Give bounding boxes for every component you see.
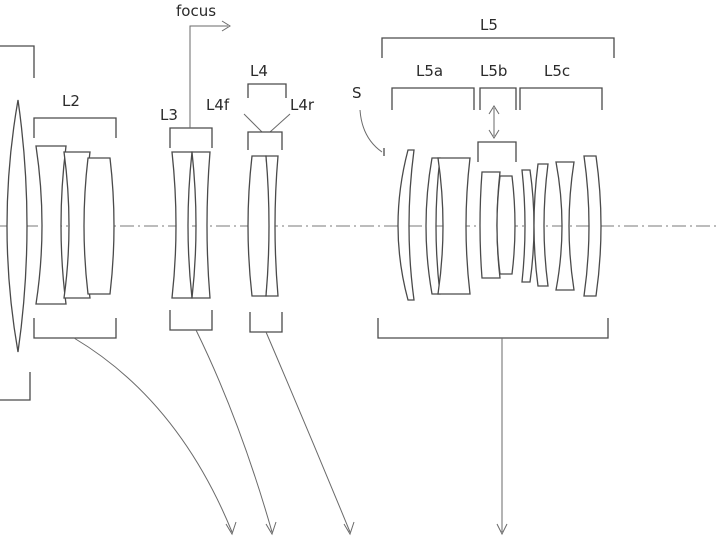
lens-group-l4: L4 L4f L4r <box>206 62 315 333</box>
label-l5b: L5b <box>480 62 507 80</box>
bracket-l2-bottom <box>33 318 117 339</box>
lens-group-l3: L3 focus <box>160 2 231 331</box>
bracket-l4-top <box>247 83 287 98</box>
label-l2: L2 <box>62 92 80 110</box>
label-l4r: L4r <box>290 96 315 114</box>
focus-arrow <box>189 25 228 128</box>
lens-group-l1 <box>0 45 35 401</box>
leader-lines <box>73 329 508 536</box>
bracket-l5b <box>479 87 517 110</box>
lens-group-l5: L5 L5a L5b L5c S <box>352 16 615 339</box>
bracket-l5-top <box>381 37 615 58</box>
label-focus: focus <box>176 2 216 20</box>
lens-group-l2: L2 <box>33 92 117 339</box>
label-stop: S <box>352 84 362 102</box>
bracket-l5a <box>391 87 475 110</box>
bracket-l5c <box>519 87 603 110</box>
bracket-l3-bottom <box>169 310 213 331</box>
label-l4f: L4f <box>206 96 230 114</box>
label-l3: L3 <box>160 106 178 124</box>
label-l5a: L5a <box>416 62 443 80</box>
bracket-l4-bottom <box>249 312 283 333</box>
stop-leader <box>359 109 383 153</box>
bracket-l3-top <box>169 127 213 148</box>
bracket-l5-bottom <box>377 318 609 339</box>
bracket-l2-top <box>33 117 117 138</box>
label-l4: L4 <box>250 62 268 80</box>
label-l5c: L5c <box>544 62 570 80</box>
label-l5: L5 <box>480 16 498 34</box>
